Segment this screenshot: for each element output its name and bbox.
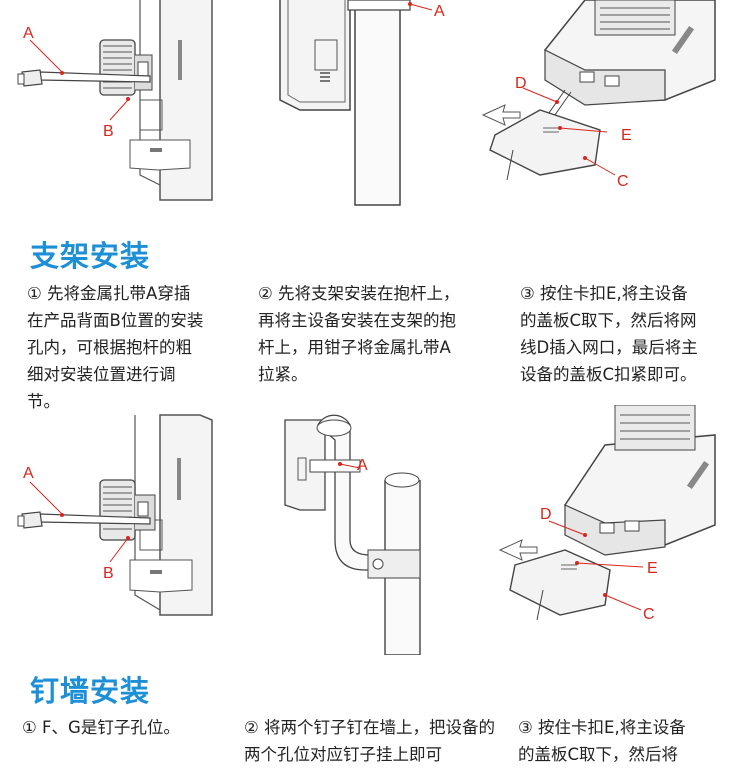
label-b-mid: B [103,565,114,582]
step-text-wall-3: ③ 按住卡扣E,将主设备的盖板C取下，然后将 [518,718,686,764]
step-text-wall-2: ② 将两个钉子钉在墙上，把设备的两个孔位对应钉子挂上即可 [244,718,496,764]
label-b: B [103,123,114,140]
step-text-3: ③ 按住卡扣E,将主设备的盖板C取下，然后将网线D插入网口，最后将主设备的盖板C… [520,284,698,384]
label-c: C [617,173,629,190]
label-e-mid: E [647,560,658,577]
label-a-small: A [357,457,368,474]
figure-strap-mid: A B [17,414,213,616]
figure-strap-top: A B [17,0,213,201]
step-text-1: ① 先将金属扎带A穿插在产品背面B位置的安装孔内，可根据抱杆的粗细对安装位置进行… [27,284,204,411]
figure-cover-mid: D E C [498,405,716,623]
step-text-2: ② 先将支架安装在抱杆上，再将主设备安装在支架的抱杆上，用钳子将金属扎带A拉紧。 [258,284,460,384]
figure-pole-mid: A [284,414,421,655]
label-d: D [515,75,527,92]
label-a: A [23,25,34,42]
label-d-mid: D [540,506,552,523]
label-a-mid: A [23,465,34,482]
label-c-mid: C [643,606,655,623]
section-title-bracket: 支架安装 [30,239,151,273]
label-a-pole: A [434,3,445,20]
figure-cover-top: D E C [481,0,716,190]
figure-pole-top: A [279,0,445,206]
section-title-wall: 钉墙安装 [30,674,151,708]
label-e: E [621,127,632,144]
step-text-wall-1: ① F、G是钉子孔位。 [22,718,180,737]
